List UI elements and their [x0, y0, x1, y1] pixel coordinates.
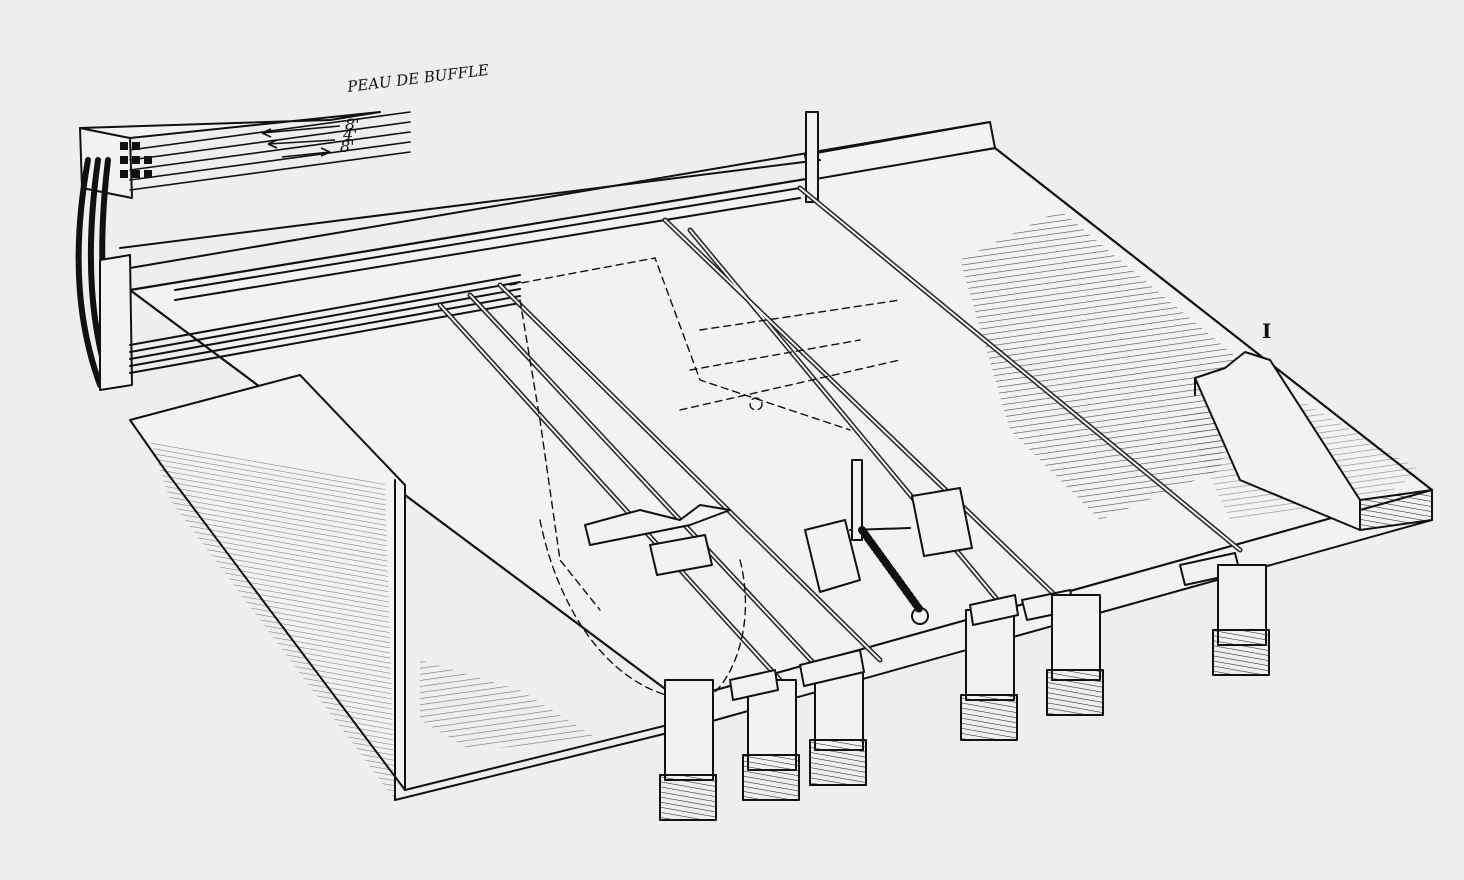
- spring-assembly: [804, 459, 973, 625]
- jack-6: [1212, 564, 1270, 676]
- jack-blocks: [659, 564, 1270, 821]
- guide-clips: [584, 504, 1241, 621]
- back-lever: [805, 111, 819, 203]
- register-block: [75, 111, 381, 391]
- jack-4: [960, 609, 1018, 741]
- jack-2: [742, 679, 800, 801]
- figure-title: PEAU DE BUFFLE: [345, 61, 490, 96]
- register-label-1: 8': [345, 115, 360, 134]
- plate-number: I: [1262, 319, 1271, 343]
- register-label-3: 8': [340, 137, 355, 156]
- register-labels: 8' 4' 8': [261, 115, 360, 158]
- jack-3: [809, 669, 867, 786]
- side-panel: [129, 374, 681, 801]
- long-trackers: [129, 187, 801, 374]
- edge-clamps: [729, 594, 1019, 701]
- register-strips: [129, 111, 411, 191]
- right-step-block: [1194, 351, 1433, 531]
- register-label-2: 4': [342, 125, 358, 144]
- jack-5: [1046, 594, 1104, 716]
- jack-1: [659, 679, 717, 821]
